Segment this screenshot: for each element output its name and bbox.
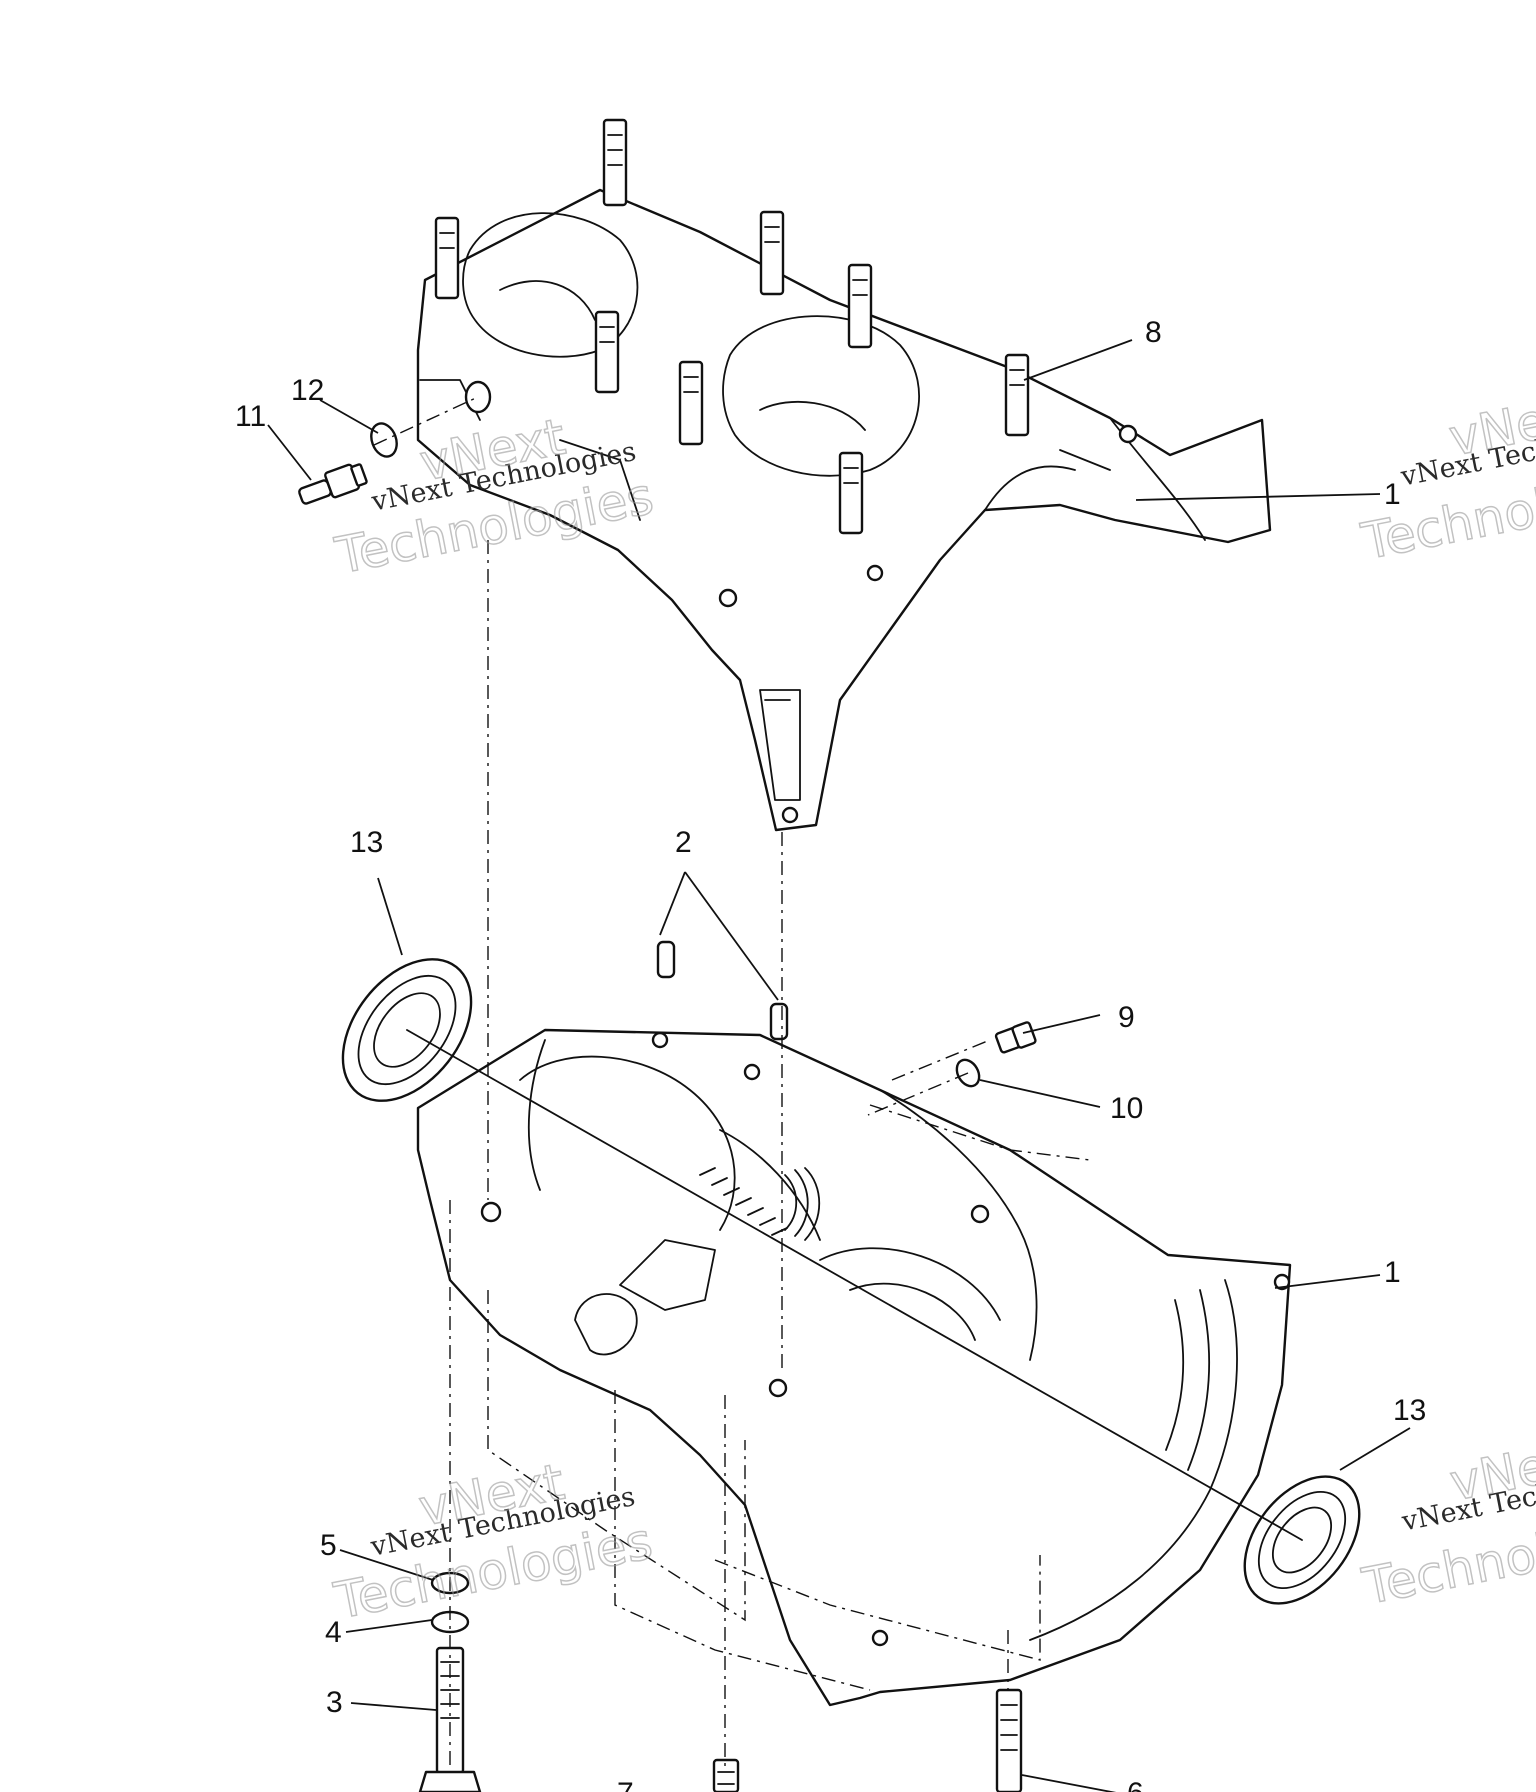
callout-2: 2	[675, 826, 692, 859]
callout-5: 5	[320, 1529, 337, 1562]
callout-3: 3	[326, 1686, 343, 1719]
upper-crankcase	[416, 118, 1272, 832]
leader-lines	[267, 339, 1411, 1792]
callout-10: 10	[1110, 1092, 1143, 1125]
callout-1-upper: 1	[1384, 478, 1401, 511]
callout-8: 8	[1145, 316, 1162, 349]
fitting-11	[298, 463, 368, 505]
callout-11: 11	[235, 400, 266, 433]
callout-4: 4	[325, 1616, 342, 1649]
watermark-lower-left: vNext Technologies vNext Technologies	[329, 1452, 658, 1631]
watermark-lower-right: vNext Technologies vNext Technologies	[1357, 1427, 1536, 1617]
callout-6: 6	[1127, 1777, 1144, 1792]
bolt-7	[712, 1758, 740, 1792]
assembly-centerlines	[373, 396, 1303, 1772]
bolt-6	[995, 1688, 1023, 1792]
callout-9: 9	[1118, 1001, 1135, 1034]
callout-13-right: 13	[1393, 1394, 1426, 1427]
watermark-upper-right: vNext Technologies vNext Technologies	[1356, 382, 1536, 572]
callout-7: 7	[617, 1777, 634, 1792]
bolt-3	[418, 1646, 482, 1792]
lower-crankcase	[416, 1028, 1292, 1707]
callout-12: 12	[291, 374, 324, 407]
callout-labels: 1 1 2 3 4 5 6 7 8 9 10 11 12 13 13	[235, 316, 1426, 1792]
plug-bolt-9	[994, 1021, 1037, 1054]
callout-1-lower: 1	[1384, 1256, 1401, 1289]
callout-13-left: 13	[350, 826, 383, 859]
dowel-pins	[656, 940, 789, 1041]
